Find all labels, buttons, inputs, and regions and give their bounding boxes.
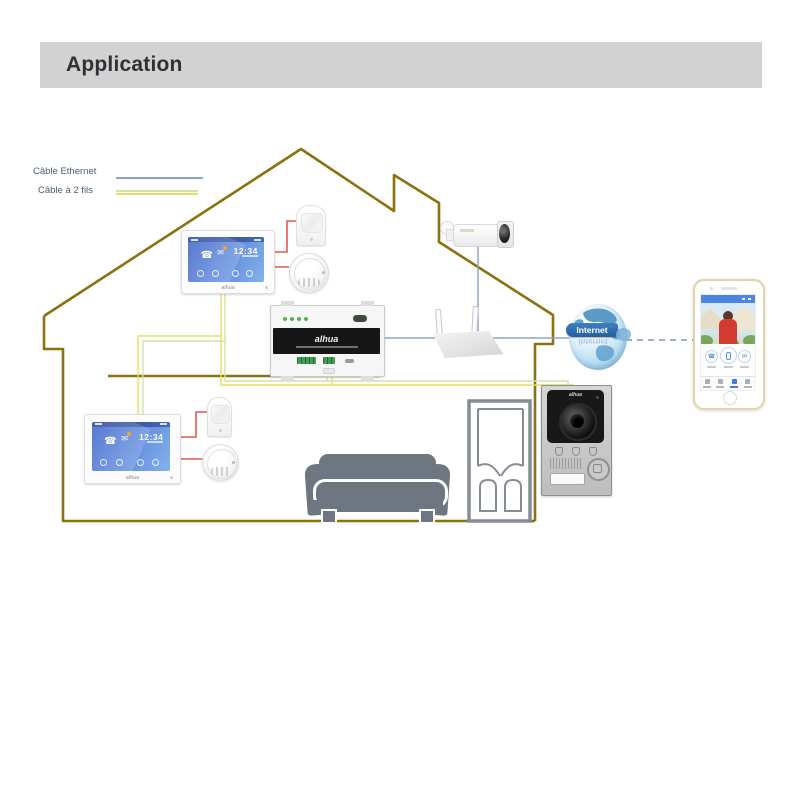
camera-body: [453, 224, 501, 247]
phone-icon: ☎: [104, 435, 117, 447]
indoor-monitor-1: ☎ ✉ 12:34 alhua: [181, 230, 275, 294]
legend-two-wire-line-green: [116, 190, 198, 192]
talk-button: [720, 347, 737, 364]
bullet-camera: [438, 217, 514, 248]
sofa: [304, 452, 451, 524]
section-header: Application: [40, 42, 762, 88]
camera-module: alhua: [547, 390, 604, 443]
terminal-block: [297, 357, 316, 364]
speaker-grille: [550, 458, 583, 469]
legend-two-wire-line-yellow: [116, 193, 198, 195]
nav-icon-active: [732, 379, 737, 384]
wifi-router: [424, 303, 506, 358]
smartphone: ☎ ✉: [693, 279, 765, 410]
camera-lens: [499, 224, 510, 243]
app-nav-bar: [701, 376, 755, 390]
indoor-monitor-2: ☎ ✉ 12:34 alhua: [84, 414, 181, 484]
legend-two-wire-label: Câble à 2 fils: [38, 185, 93, 196]
call-button: [587, 458, 610, 481]
vent-slots: [210, 466, 231, 476]
monitor-screen: ☎ ✉ 12:34: [188, 237, 264, 282]
house-outline: [42, 147, 555, 523]
router-antenna: [471, 305, 479, 337]
date-line: [147, 441, 164, 444]
app-screen: ☎ ✉: [700, 294, 756, 391]
call-controls: ☎ ✉: [701, 344, 755, 377]
answer-call-button: ☎: [705, 350, 718, 363]
pir-motion-sensor-2: [207, 397, 232, 437]
mic-hole: [264, 286, 268, 290]
pir-motion-sensor-1: [296, 205, 326, 246]
home-button: [723, 391, 737, 405]
internet-ribbon: Internet: [566, 323, 618, 337]
brand-logo: alhua: [568, 392, 583, 398]
nav-icon: [718, 379, 723, 384]
legend-ethernet-line: [116, 177, 203, 179]
door-station: alhua: [541, 385, 612, 496]
front-camera: [710, 287, 713, 290]
module-front-label: alhua: [273, 328, 380, 354]
visitor: [723, 311, 733, 321]
terminal-block: [323, 357, 335, 364]
app-shortcut-icons: [194, 270, 257, 278]
router-antenna: [435, 308, 443, 338]
smoke-detector-1: [289, 253, 329, 293]
message-button: ✉: [738, 350, 751, 363]
brand-logo: alhua: [314, 334, 339, 344]
doorbell-video-feed: [701, 303, 755, 344]
clock-display: 12:34: [233, 246, 258, 257]
smoke-detector-2: [202, 444, 239, 481]
nav-icon: [705, 379, 710, 384]
clock-display: 12:34: [139, 431, 164, 442]
app-shortcut-icons: [98, 458, 163, 466]
message-icon: ✉: [121, 431, 131, 443]
nav-icon: [745, 379, 750, 384]
phone-icon: ☎: [200, 249, 213, 261]
indicator-icons: [555, 447, 597, 456]
vent-slots: [298, 277, 320, 288]
name-plate: [550, 473, 585, 485]
status-bar: [188, 237, 264, 243]
entrance-door: [467, 399, 532, 523]
legend-ethernet-label: Câble Ethernet: [33, 166, 97, 177]
internet-globe: Internet Internet: [566, 304, 631, 370]
module-button: [353, 315, 367, 322]
page-title: Application: [66, 53, 183, 76]
alarm-wires: [178, 220, 296, 460]
pir-lens: [300, 213, 324, 233]
date-line: [241, 255, 258, 258]
earpiece: [721, 287, 737, 290]
status-leds: [283, 317, 309, 321]
monitor-screen: ☎ ✉ 12:34: [91, 421, 170, 471]
door-camera-lens: [558, 403, 597, 441]
status-bar: [91, 421, 170, 427]
app-title-bar: [701, 295, 755, 303]
pir-lens: [211, 404, 230, 425]
din-power-module: alhua: [270, 301, 385, 381]
brand-logo: alhua: [125, 475, 140, 481]
mic-hole: [170, 475, 174, 479]
message-icon: ✉: [217, 245, 227, 257]
brand-logo: alhua: [221, 285, 235, 291]
internet-label: Internet: [576, 325, 608, 335]
